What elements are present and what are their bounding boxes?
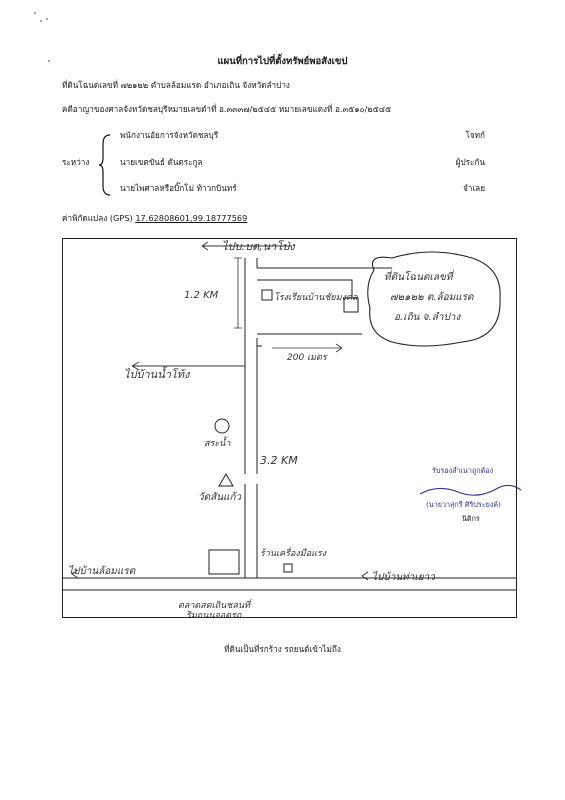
east-bottom-label: ไปบ้านท่าเยาว [372, 571, 436, 583]
document-title: แผนที่การไปที่ตั้งทรัพย์พอสังเขป [217, 56, 348, 67]
party-role-guarantor: ผู้ประกัน [455, 157, 485, 167]
bubble-line2: ๗๒๑๒๒ ต.ล้อมแรด [390, 291, 474, 303]
arrow-icon [201, 241, 209, 251]
school-label: โรงเรียนบ้านชัยมงคล [274, 291, 358, 303]
bottom-road [62, 577, 517, 591]
west-bottom-label: ไปบ้านล้อมแรด [68, 565, 136, 577]
gps-value: 17.62808601,99.18777569 [135, 213, 248, 223]
scan-speck [34, 12, 36, 14]
north-distance-ticks [234, 257, 242, 329]
scan-speck [48, 60, 50, 62]
bubble-line1: ที่ดินโฉนดเลขที่ [384, 269, 454, 283]
curly-brace-icon [98, 134, 111, 196]
pond-icon [214, 418, 230, 434]
arrow-icon [71, 569, 79, 579]
shop-building-icon [208, 549, 240, 575]
land-plot-icon [343, 297, 359, 313]
pond-label: สระน้ำ [204, 436, 231, 449]
signature-icon [419, 484, 522, 496]
shop-label: ร้านเครื่องมือแรง [260, 546, 327, 559]
scan-speck [46, 18, 48, 20]
scan-speck [40, 20, 42, 22]
market-line2: ริมถนนจอดรถ [186, 610, 242, 618]
main-distance-label: 3.2 KM [260, 454, 298, 467]
arrow-icon [131, 361, 140, 371]
party-name-guarantor: นายเขตขันธ์ ตันตระกูล [120, 157, 203, 167]
east-distance-label: 200 เมตร [287, 353, 328, 363]
party-name-plaintiff: พนักงานอัยการจังหวัดชลบุรี [120, 130, 219, 140]
property-callout-bubble [367, 251, 501, 347]
north-distance-label: 1.2 KM [184, 290, 219, 301]
officer-name: (นายวาสุกรี ศิริประยงค์) [426, 500, 501, 509]
case-line: คดีอาญาของศาลจังหวัดชลบุรีหมายเลขดำที่ อ… [62, 104, 392, 114]
top-road-label: ไปบ.บต,นาโป่ง [222, 240, 296, 253]
hand-drawn-map: ไปบ.บต,นาโป่ง ไปบ้านน้ำโท้ง 1.2 KM โรงเร… [62, 238, 517, 618]
market-line1: ตลาดสดเถินชลนที่ [178, 598, 252, 611]
arrow-icon [361, 571, 369, 581]
deed-line: ที่ดินโฉนดเลขที่ ๗๒๑๒๒ ตำบลล้อมแรด อำเภอ… [62, 80, 290, 90]
certification-stamp: รับรองสำเนาถูกต้อง (นายวาสุกรี ศิริประยง… [418, 466, 523, 526]
party-role-defendant: จำเลย [462, 183, 485, 193]
party-name-defendant: นายไพศาลหรือบิ๊กโม่ ท้าวกบินทร์ [120, 183, 237, 193]
gps-line: ค่าพิกัดแปลง (GPS) 17.62808601,99.187775… [62, 212, 247, 225]
west-branch-label: ไปบ้านน้ำโท้ง [124, 366, 191, 381]
gps-label: ค่าพิกัดแปลง (GPS) [62, 213, 133, 223]
school-icon [261, 289, 273, 301]
east-branch-road [257, 333, 362, 347]
footer-note: ที่ดินเป็นที่รกร้าง รถยนต์เข้าไม่ถึง [224, 644, 341, 654]
party-role-plaintiff: โจทก์ [465, 130, 485, 140]
bubble-line3: อ.เถิน จ.ลำปาง [394, 311, 461, 323]
arrow-icon [335, 343, 343, 353]
junction-marker-icon [283, 563, 293, 573]
temple-icon [218, 473, 234, 487]
certify-text: รับรองสำเนาถูกต้อง [432, 466, 494, 475]
temple-label: วัดสันแก้ว [198, 491, 243, 503]
between-label: ระหว่าง [62, 157, 90, 167]
north-branch-road [257, 267, 392, 298]
officer-position: นิติกร [462, 514, 480, 523]
map-border [62, 238, 517, 618]
